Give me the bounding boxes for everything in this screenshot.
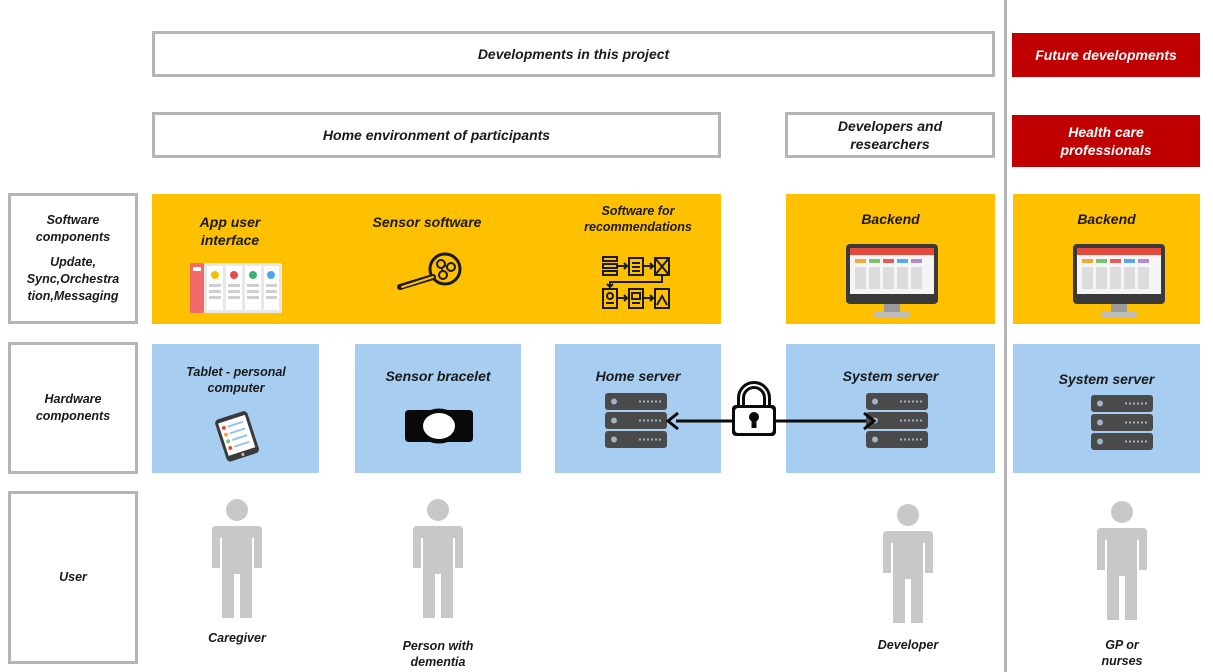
monitor-dashboard-icon [846, 244, 938, 317]
row-label-software-title: Software components [35, 213, 111, 244]
tablet-label: Tablet - personal computer [186, 365, 286, 395]
row-label-hardware: Hardware components [8, 342, 138, 474]
flowchart-icon [602, 256, 670, 309]
person-icon [883, 504, 933, 623]
user-gp-nurses-label: GP or nurses [1101, 638, 1143, 668]
person-icon [1097, 501, 1147, 620]
header-health-care: Health care professionals [1012, 115, 1200, 167]
row-label-software: Software components Update, Sync,Orchest… [8, 193, 138, 324]
header-future: Future developments [1012, 33, 1200, 77]
user-person-dementia-label: Person with dementia [402, 639, 474, 669]
bracelet-icon [405, 408, 473, 444]
app-ui-icon [190, 263, 282, 313]
magnifier-nodes-icon [397, 252, 462, 290]
user-caregiver-label: Caregiver [208, 631, 266, 645]
header-future-label: Future developments [1035, 47, 1177, 63]
person-icon [413, 499, 463, 618]
recommendations-label: Software for recommendations [584, 204, 692, 234]
hardware-card-bracelet [355, 344, 521, 473]
tablet-icon [215, 411, 259, 462]
user-developer-label: Developer [877, 638, 939, 652]
home-server-label: Home server [595, 368, 681, 384]
header-home-label: Home environment of participants [322, 127, 551, 143]
system-server-dev-label: System server [842, 368, 939, 384]
header-health-label: Health care professionals [1060, 124, 1152, 158]
row-label-user-title: User [59, 570, 87, 584]
header-developers-label: Developers and researchers [837, 118, 943, 152]
padlock-icon [732, 381, 776, 436]
header-project-label: Developments in this project [477, 46, 670, 62]
future-divider [1004, 0, 1007, 672]
header-developers: Developers and researchers [785, 112, 995, 158]
row-label-hardware-title: Hardware components [35, 392, 111, 423]
backend-future-label: Backend [1077, 211, 1136, 227]
app-ui-label: App user interface [199, 214, 261, 248]
row-label-software-note: Update, Sync,Orchestra tion,Messaging [26, 255, 120, 303]
header-home-environment: Home environment of participants [152, 112, 721, 158]
server-rack-icon [1091, 395, 1153, 450]
sensor-software-label: Sensor software [372, 214, 482, 230]
backend-dev-label: Backend [861, 211, 920, 227]
bracelet-label: Sensor bracelet [385, 368, 491, 384]
header-project: Developments in this project [152, 31, 995, 77]
server-rack-icon [605, 393, 667, 448]
system-server-future-label: System server [1058, 371, 1155, 387]
monitor-dashboard-icon [1073, 244, 1165, 317]
row-label-user: User [8, 491, 138, 664]
person-icon [212, 499, 262, 618]
